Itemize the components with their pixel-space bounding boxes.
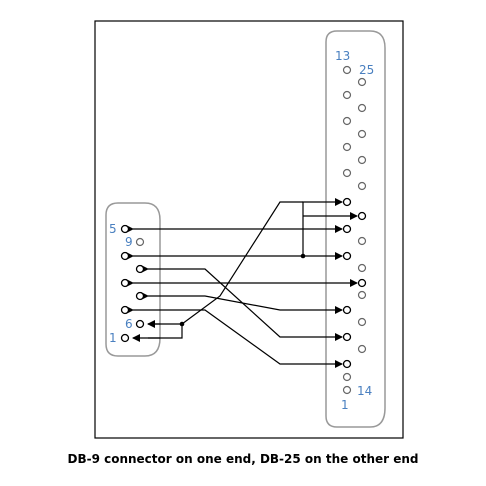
db25-wired-pins (342, 197, 367, 369)
db9-pin-5 (120, 224, 130, 234)
wire-dsr-dcd-to-25 (181, 201, 303, 325)
junction-dot-left (179, 321, 185, 327)
db9-label-6: 6 (125, 317, 133, 331)
junction-dot-right (300, 253, 306, 259)
wire-7-to-25pin4 (141, 292, 343, 314)
db9-pin-3 (120, 278, 130, 288)
db9-pin-4 (120, 251, 130, 261)
db9-pin-2 (120, 305, 130, 315)
wires (126, 198, 358, 368)
db25-label-13: 13 (335, 49, 350, 63)
wire-2-to-25pin3 (126, 306, 343, 368)
db9-pin-8 (135, 264, 145, 274)
db9-pin-7 (135, 291, 145, 301)
db25-connector-shell (325, 30, 386, 428)
wire-6-to-25pin6 (148, 323, 183, 339)
db25-label-14: 14 (357, 384, 372, 398)
db25-label-1: 1 (341, 398, 349, 412)
diagram-caption: DB-9 connector on one end, DB-25 on the … (67, 452, 419, 466)
db9-label-5: 5 (109, 222, 117, 236)
db9-pin-6 (135, 319, 145, 329)
db25-unused-pins (342, 65, 367, 395)
db9-pin-9 (135, 237, 145, 247)
diagram-frame (94, 20, 404, 439)
db25-label-25: 25 (359, 63, 374, 77)
db9-wired-pins (120, 224, 145, 343)
db9-label-9: 9 (125, 235, 133, 249)
db9-pin-1 (120, 333, 130, 343)
db9-label-1: 1 (109, 331, 117, 345)
